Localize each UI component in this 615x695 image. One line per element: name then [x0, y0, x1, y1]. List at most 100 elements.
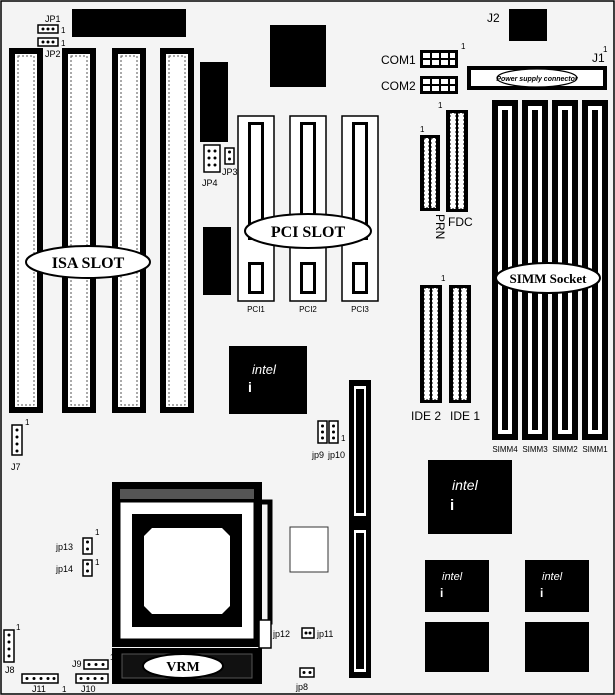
simm-socket-badge	[495, 262, 601, 294]
pci-slot-3	[341, 115, 379, 302]
power-supply-connector	[467, 66, 607, 90]
jp4-label: JP4	[202, 178, 218, 188]
jp12-component	[258, 619, 272, 649]
j2-label: J2	[487, 11, 500, 25]
chip-letter: i	[540, 586, 543, 600]
simm4-label: SIMM4	[492, 445, 518, 454]
prn-label: PRN	[433, 214, 447, 239]
pin-marker: 1	[341, 434, 346, 443]
chip-top	[270, 25, 326, 87]
prn-header	[420, 135, 440, 211]
jp9-jumper	[317, 420, 328, 444]
jp4-jumper	[203, 144, 221, 173]
pci-slot-badge	[244, 213, 372, 249]
cpu-socket	[112, 482, 262, 647]
chip-bottom-left	[425, 622, 489, 672]
pin-marker: 1	[603, 45, 608, 54]
j11-header	[21, 673, 59, 684]
com2-connector	[420, 76, 458, 94]
j11-label: J11	[32, 684, 46, 694]
pin-marker: 1	[95, 528, 100, 537]
jp14-jumper	[82, 559, 93, 577]
pin-marker: 1	[110, 653, 115, 662]
pin-marker: 1	[441, 274, 446, 283]
pin-marker: 1	[61, 26, 66, 35]
pci-slot-1	[237, 115, 275, 302]
jp12-label: jp12	[272, 629, 290, 639]
isa-slot-2	[62, 48, 96, 413]
pin-marker: 1	[25, 418, 30, 427]
com1-label: COM1	[381, 53, 416, 67]
intel-chip-mid-right: intel i	[525, 560, 589, 612]
jp14-label: jp14	[55, 564, 73, 574]
j9-header	[83, 659, 109, 670]
isa-slot-badge	[25, 245, 151, 279]
ide1-label: IDE 1	[450, 409, 480, 423]
jp3-jumper	[224, 147, 235, 165]
chip-letter: i	[440, 586, 443, 600]
j2-connector	[509, 9, 547, 41]
vrm-badge	[142, 653, 224, 679]
j7-header	[11, 424, 23, 456]
pci-slot-2	[289, 115, 327, 302]
j1-label: J1	[592, 51, 605, 65]
fdc-label: FDC	[448, 215, 473, 229]
intel-chip-north: intel i	[229, 346, 307, 414]
jp8-label: jp8	[295, 682, 308, 692]
chip-brand: intel	[252, 362, 277, 377]
pci-slot-label: PCI SLOT	[271, 224, 346, 241]
jp10-label: jp10	[327, 450, 345, 460]
top-connector-block	[72, 9, 186, 37]
chip-letter: i	[248, 379, 252, 395]
isa-slot-4	[160, 48, 194, 413]
pin-marker: 1	[461, 42, 466, 51]
ide1-header	[449, 285, 471, 403]
jp13-label: jp13	[55, 542, 73, 552]
jp1-jumper	[37, 24, 59, 34]
isa-slot-3	[112, 48, 146, 413]
pin-marker: 1	[95, 558, 100, 567]
power-supply-label: Power supply connector	[496, 76, 579, 83]
j8-label: J8	[5, 665, 15, 675]
j10-header	[75, 673, 109, 684]
jp9-label: jp9	[311, 450, 324, 460]
isa-slot-label: ISA SLOT	[52, 255, 125, 272]
jp3-label: JP3	[222, 167, 238, 177]
isa-slot-1	[9, 48, 43, 413]
ide2-header	[420, 285, 442, 403]
j10-label: J10	[81, 684, 96, 694]
component-box	[289, 526, 329, 573]
jp11-jumper	[301, 627, 315, 639]
pci1-label: PCI1	[247, 305, 265, 314]
chip-letter: i	[450, 497, 454, 514]
intel-chip-large: intel i	[428, 460, 512, 534]
simm3-label: SIMM3	[522, 445, 548, 454]
chip-brand: intel	[542, 571, 563, 583]
j7-label: J7	[11, 462, 21, 472]
jp2-jumper	[37, 37, 59, 47]
pci3-label: PCI3	[351, 305, 369, 314]
jp1-label: JP1	[45, 14, 61, 24]
vrm-label: VRM	[166, 660, 199, 675]
jp8-jumper	[299, 667, 315, 678]
pin-marker: 1	[62, 685, 67, 694]
pci2-label: PCI2	[299, 305, 317, 314]
chip-bottom-right	[525, 622, 589, 672]
ide2-label: IDE 2	[411, 409, 441, 423]
pin-marker: 1	[16, 623, 21, 632]
j9-label: J9	[72, 659, 82, 669]
simm-socket-label: SIMM Socket	[510, 271, 588, 286]
com2-label: COM2	[381, 79, 416, 93]
pin-marker: 1	[61, 39, 66, 48]
fdc-header	[446, 110, 468, 212]
chip-tall	[200, 62, 228, 142]
long-vertical-slot	[349, 380, 371, 678]
pin-marker: 1	[438, 101, 443, 110]
jp13-jumper	[82, 537, 93, 555]
chip-small	[203, 227, 231, 295]
simm1-label: SIMM1	[582, 445, 608, 454]
chip-brand: intel	[452, 477, 479, 493]
simm2-label: SIMM2	[552, 445, 578, 454]
chip-brand: intel	[442, 571, 463, 583]
jp11-label: jp11	[316, 629, 333, 639]
